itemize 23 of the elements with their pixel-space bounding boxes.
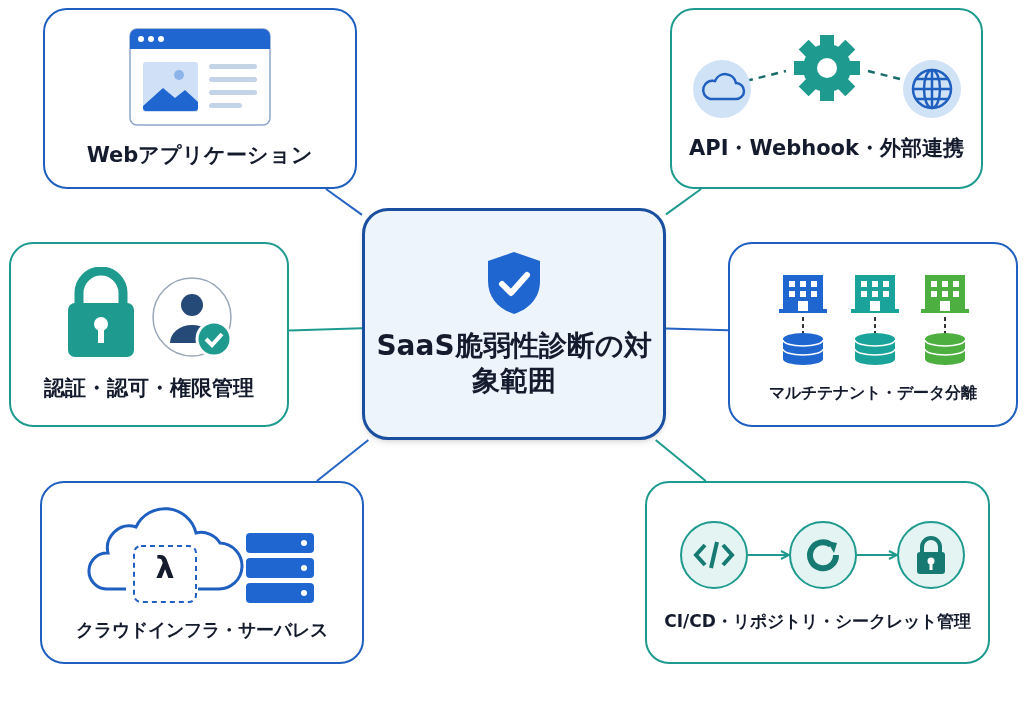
category-box <box>670 8 983 189</box>
node-label: API・Webhook・外部連携 <box>689 135 964 162</box>
connector-line <box>665 188 703 216</box>
category-box <box>43 8 357 189</box>
lambda-symbol: λ <box>154 553 176 584</box>
node-label: CI/CD・リポジトリ・シークレット管理 <box>664 610 971 633</box>
arrow <box>747 550 790 560</box>
node-label: クラウドインフラ・サーバレス <box>76 619 328 642</box>
connector-line <box>665 327 729 332</box>
connector-line <box>288 327 363 332</box>
connector-line <box>654 439 707 482</box>
center-box <box>362 208 666 440</box>
node-label: Webアプリケーション <box>86 142 314 169</box>
category-box <box>9 242 289 427</box>
arrow <box>856 550 898 560</box>
category-box <box>728 242 1018 427</box>
category-box <box>40 481 364 664</box>
center-title: SaaS脆弱性診断の対象範囲 <box>375 328 653 398</box>
node-label: 認証・認可・権限管理 <box>44 375 254 402</box>
connector-line <box>315 439 370 482</box>
category-box <box>645 481 990 664</box>
connector-line <box>325 188 363 216</box>
node-label: マルチテナント・データ分離 <box>769 382 977 403</box>
